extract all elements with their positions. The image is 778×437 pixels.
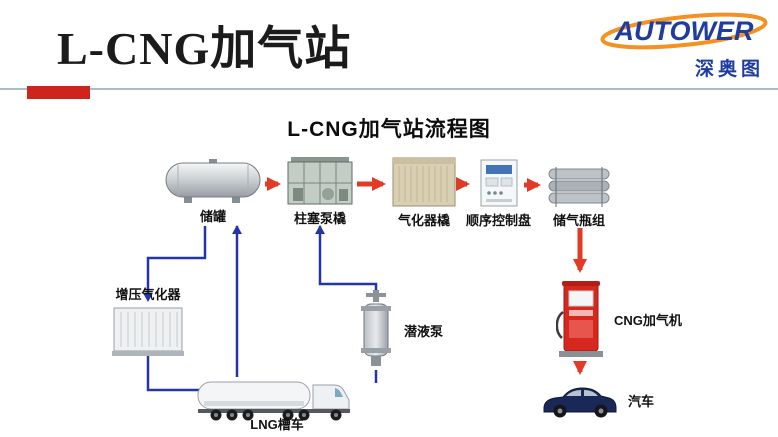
node-booster-vaporizer: 增压气化器	[112, 284, 184, 357]
node-lng-tanker: LNG槽车	[196, 376, 358, 433]
company-logo: AUTOWER 深奥图	[594, 10, 770, 81]
node-cng-dispenser: CNG加气机	[556, 280, 682, 358]
vaporizer-skid-label: 气化器橇	[397, 213, 450, 228]
booster-vaporizer-image	[112, 307, 184, 356]
plunger-pump-skid-label: 柱塞泵橇	[293, 211, 346, 226]
sequence-control-panel-image	[480, 159, 517, 207]
sequence-control-panel-label: 顺序控制盘	[466, 213, 532, 228]
node-submersible-pump: 潜液泵	[356, 290, 443, 370]
node-storage-tank: 储罐	[164, 158, 262, 225]
car-image	[543, 387, 617, 418]
pipe-booster-vaporizer-to-truck	[146, 354, 200, 392]
car-label: 汽车	[628, 393, 655, 409]
submersible-pump-label: 潜液泵	[404, 323, 444, 339]
autower-logo: AUTOWER	[600, 12, 768, 50]
pipe-pumpskid-to-submersible-pump	[318, 226, 378, 292]
node-gas-cylinder-group: 储气瓶组	[546, 166, 612, 229]
gas-cylinder-group-label: 储气瓶组	[552, 213, 605, 228]
node-vaporizer-skid: 气化器橇	[392, 154, 456, 229]
node-plunger-pump-skid: 柱塞泵橇	[287, 156, 353, 227]
vaporizer-skid-image	[392, 157, 456, 207]
submersible-pump-image	[361, 290, 391, 366]
brand-text: AUTOWER	[614, 16, 754, 46]
page-title: L-CNG加气站	[57, 23, 352, 74]
lng-tanker-image	[197, 381, 350, 421]
gas-cylinder-group-image	[548, 167, 610, 207]
header-divider	[0, 88, 778, 90]
plunger-pump-skid-image	[287, 157, 353, 205]
lng-tanker-label: LNG槽车	[250, 417, 304, 432]
storage-tank-label: 储罐	[199, 209, 226, 224]
booster-vaporizer-label: 增压气化器	[115, 287, 181, 302]
cng-dispenser-label: CNG加气机	[614, 312, 682, 328]
node-sequence-control-panel: 顺序控制盘	[466, 158, 531, 229]
diagram-title: L-CNG加气站流程图	[287, 118, 491, 141]
red-accent-bar	[27, 86, 90, 99]
storage-tank-image	[165, 159, 261, 203]
brand-chinese-name: 深奥图	[694, 59, 764, 80]
node-car: 汽车	[540, 380, 654, 420]
cng-dispenser-image	[556, 281, 603, 357]
